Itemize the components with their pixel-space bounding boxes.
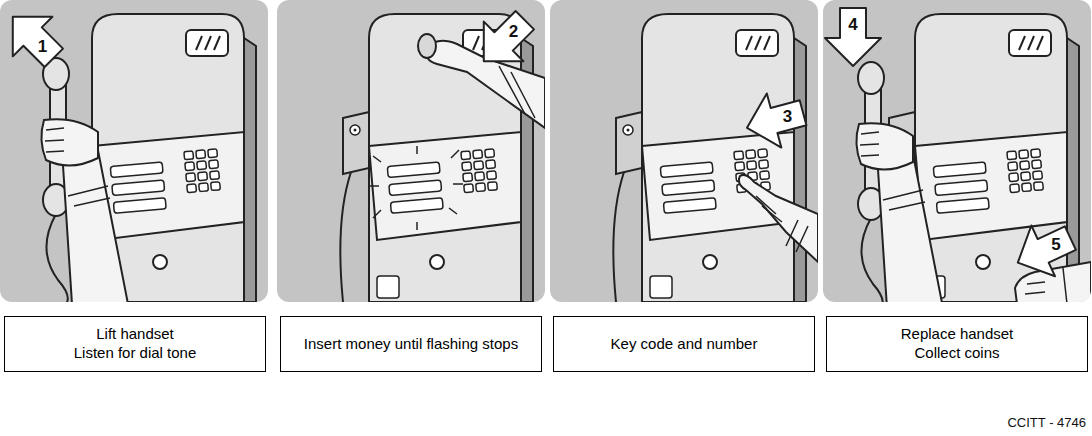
caption-text: Lift handset [96,325,174,344]
panel-insert-money [277,0,545,302]
caption-text: Replace handset [901,325,1014,344]
panel-replace-collect [823,0,1091,308]
caption-text: Collect coins [914,344,999,363]
callout-number: 5 [1051,236,1060,253]
callout-number: 3 [783,108,792,125]
panel-key-number [550,0,818,302]
caption-box: Replace handsetCollect coins [826,316,1088,372]
caption-box: Key code and number [553,316,815,372]
callout-number: 4 [848,16,857,33]
caption-box: Insert money until flashing stops [280,316,542,372]
figure-reference: CCITT - 4746 [1007,416,1086,429]
caption-text: Key code and number [611,335,758,354]
panel-lift-handset [0,0,268,304]
caption-box: Lift handsetListen for dial tone [4,316,266,372]
caption-text: Insert money until flashing stops [304,335,518,354]
callout-number: 1 [38,38,47,55]
caption-text: Listen for dial tone [74,344,197,363]
callout-number: 2 [509,23,518,40]
